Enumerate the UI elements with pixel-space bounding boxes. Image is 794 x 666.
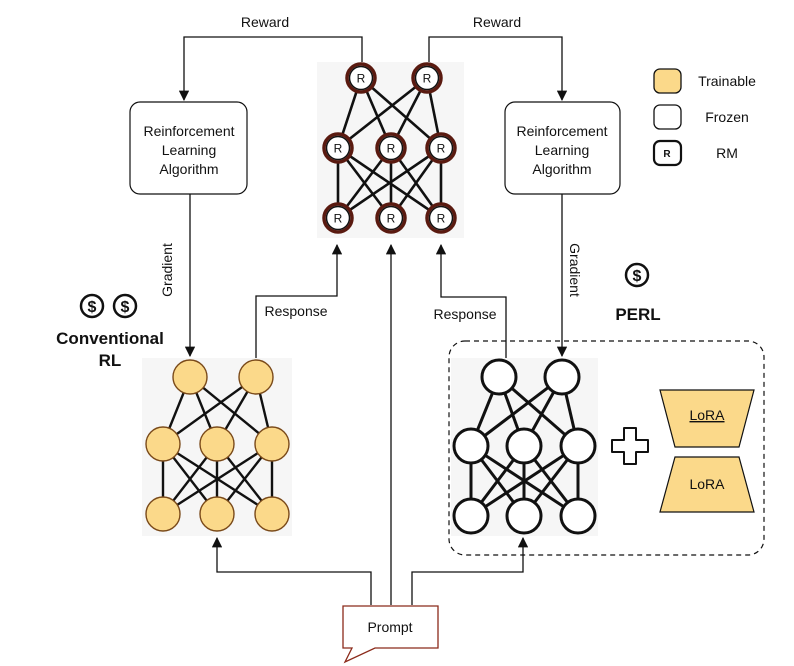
svg-text:R: R xyxy=(334,142,343,156)
svg-text:R: R xyxy=(423,72,432,86)
legend-key-frozen xyxy=(653,104,682,130)
network-edge xyxy=(360,77,442,149)
gradient-label-left: Gradient xyxy=(159,243,175,297)
svg-text:$: $ xyxy=(633,268,642,285)
svg-text:R: R xyxy=(437,212,446,226)
trainable-node xyxy=(145,426,181,462)
svg-text:$: $ xyxy=(88,299,97,316)
frozen-node xyxy=(559,497,597,535)
trainable-node xyxy=(254,496,290,532)
legend-label-rm: RM xyxy=(716,145,738,161)
prompt-callout xyxy=(342,605,439,664)
frozen-node xyxy=(559,427,597,465)
rla-left-line-1: Reinforcement xyxy=(143,123,234,139)
dollar-icon: $ xyxy=(79,293,105,319)
trainable-node xyxy=(145,496,181,532)
frozen-node xyxy=(505,427,543,465)
dollar-icon: $ xyxy=(112,293,138,319)
perl-container xyxy=(448,340,765,556)
frozen-node xyxy=(480,358,518,396)
network-edge xyxy=(162,442,273,516)
svg-text:R: R xyxy=(387,142,396,156)
perl-policy-nodes xyxy=(452,358,597,535)
conventional-rl-line-2: RL xyxy=(99,351,122,370)
reward-model-nodes: R R R R R R R R xyxy=(322,62,457,234)
svg-text:R: R xyxy=(334,212,343,226)
dollar-icon: $ xyxy=(624,262,650,288)
plus-icon xyxy=(611,427,649,465)
prompt-label: Prompt xyxy=(367,619,412,635)
prompt-arrow-left xyxy=(211,536,372,605)
gradient-label-right: Gradient xyxy=(567,243,583,297)
reward-model-node: R xyxy=(345,62,377,94)
trainable-node xyxy=(199,496,235,532)
response-arrow-right xyxy=(435,243,507,358)
reward-model-node: R xyxy=(425,202,457,234)
conventional-policy-nodes xyxy=(145,359,290,532)
reward-model-node: R xyxy=(375,202,407,234)
trainable-node xyxy=(172,359,208,395)
svg-text:R: R xyxy=(387,212,396,226)
rla-left-line-3: Algorithm xyxy=(159,161,218,177)
prompt-arrow-right xyxy=(411,536,529,605)
legend-key-rm xyxy=(652,139,683,167)
reward-model-node: R xyxy=(375,132,407,164)
lora-adapter-top xyxy=(659,389,755,448)
lora-adapter-bottom xyxy=(659,456,755,513)
reward-label-left: Reward xyxy=(241,14,289,30)
svg-text:$: $ xyxy=(121,299,130,316)
response-label-right: Response xyxy=(433,306,496,322)
reward-model-node: R xyxy=(322,202,354,234)
reward-model-node: R xyxy=(425,132,457,164)
network-edge xyxy=(470,375,563,448)
rla-left-line-2: Learning xyxy=(162,142,217,158)
network-edge xyxy=(162,376,257,445)
reward-arrow-right xyxy=(428,36,568,102)
frozen-node xyxy=(452,427,490,465)
legend-label-frozen: Frozen xyxy=(705,109,749,125)
trainable-node xyxy=(238,359,274,395)
legend-label-trainable: Trainable xyxy=(698,73,756,89)
rla-right-line-1: Reinforcement xyxy=(516,123,607,139)
legend-key-rm-text: R xyxy=(663,149,671,160)
lora-label-top: LoRA xyxy=(689,407,725,423)
conventional-rl-line-1: Conventional xyxy=(56,329,164,348)
perl-label: PERL xyxy=(615,305,660,324)
rla-box-left xyxy=(129,101,248,195)
frozen-node xyxy=(505,497,543,535)
legend-key-trainable xyxy=(653,68,682,94)
svg-text:R: R xyxy=(357,72,366,86)
svg-text:R: R xyxy=(437,142,446,156)
response-arrow-left xyxy=(255,243,343,358)
network-edge xyxy=(337,146,442,220)
legend: Trainable Frozen R RM xyxy=(652,68,756,167)
response-label-left: Response xyxy=(264,303,327,319)
trainable-node xyxy=(199,426,235,462)
lora-label-bottom: LoRA xyxy=(689,476,725,492)
reward-arrow-left xyxy=(178,36,363,102)
reward-model-node: R xyxy=(322,132,354,164)
frozen-node xyxy=(452,497,490,535)
rla-right-line-2: Learning xyxy=(535,142,590,158)
network-edge xyxy=(337,76,428,150)
frozen-node xyxy=(543,358,581,396)
rla-right-line-3: Algorithm xyxy=(532,161,591,177)
network-edge xyxy=(470,444,579,518)
trainable-node xyxy=(254,426,290,462)
reward-label-right: Reward xyxy=(473,14,521,30)
reward-model-node: R xyxy=(411,62,443,94)
